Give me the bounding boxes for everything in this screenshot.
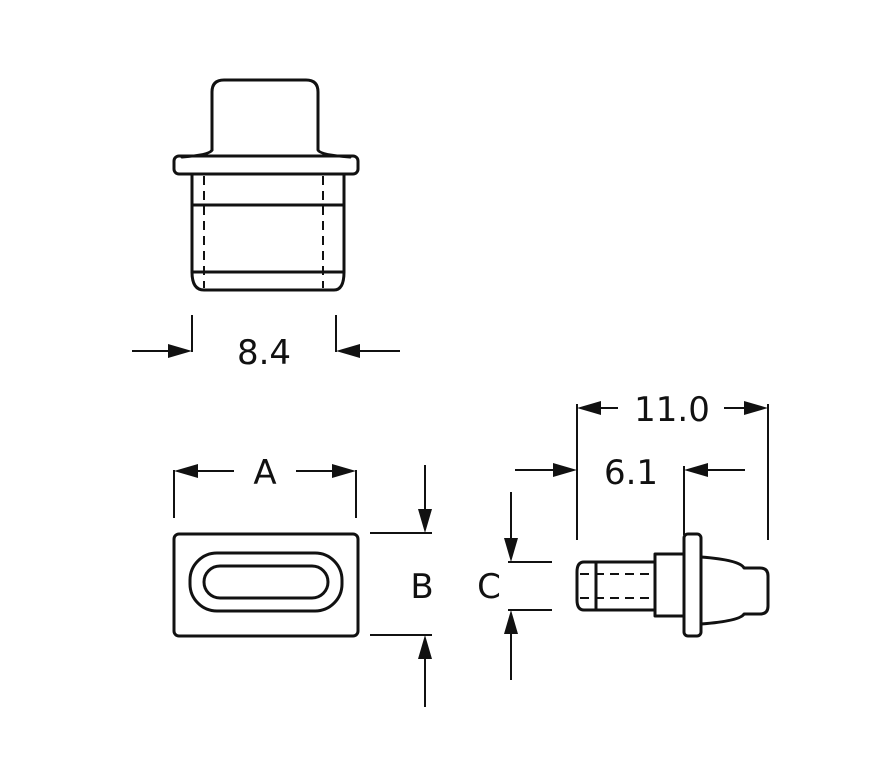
dim-b-label: B xyxy=(410,567,433,607)
dim-11-0-label: 11.0 xyxy=(634,390,710,430)
dim-c-label: C xyxy=(477,567,501,607)
dim-6-1-arrow-right xyxy=(684,463,708,477)
dim-b-arrow-bottom xyxy=(418,635,432,659)
dim-a-label: A xyxy=(253,453,276,493)
dim-11-0-arrow-right xyxy=(744,401,768,415)
dimension-b: B xyxy=(370,465,434,707)
dim-a-arrow-left xyxy=(174,464,198,478)
dim-8-4-arrow-right xyxy=(336,344,360,358)
dimension-8-4: 8.4 xyxy=(132,315,400,373)
dim-11-0-arrow-left xyxy=(577,401,601,415)
dim-c-arrow-top xyxy=(504,538,518,562)
front-view-cap xyxy=(210,78,352,159)
dimension-6-1: 6.1 xyxy=(515,453,745,535)
end-view-slot-inner xyxy=(202,564,330,600)
front-view xyxy=(172,78,360,292)
side-view-shank xyxy=(575,560,657,612)
dim-8-4-label: 8.4 xyxy=(237,333,291,373)
dimension-11-0: 11.0 xyxy=(576,390,769,540)
side-view-cap xyxy=(699,555,770,626)
dim-6-1-label: 6.1 xyxy=(604,453,658,493)
end-view xyxy=(172,532,360,638)
dim-c-arrow-bottom xyxy=(504,610,518,634)
dimension-a: A xyxy=(173,453,357,518)
dim-a-arrow-right xyxy=(332,464,356,478)
dimension-c: C xyxy=(477,492,552,680)
dim-8-4-arrow-left xyxy=(168,344,192,358)
front-view-body xyxy=(190,172,346,292)
dim-6-1-arrow-left xyxy=(553,463,577,477)
side-view xyxy=(575,532,770,638)
side-view-body-step xyxy=(653,552,686,618)
end-view-outline xyxy=(172,532,360,638)
front-view-flange xyxy=(172,154,360,176)
dim-b-arrow-top xyxy=(418,509,432,533)
side-view-flange xyxy=(682,532,703,638)
end-view-slot-outer xyxy=(188,551,344,613)
